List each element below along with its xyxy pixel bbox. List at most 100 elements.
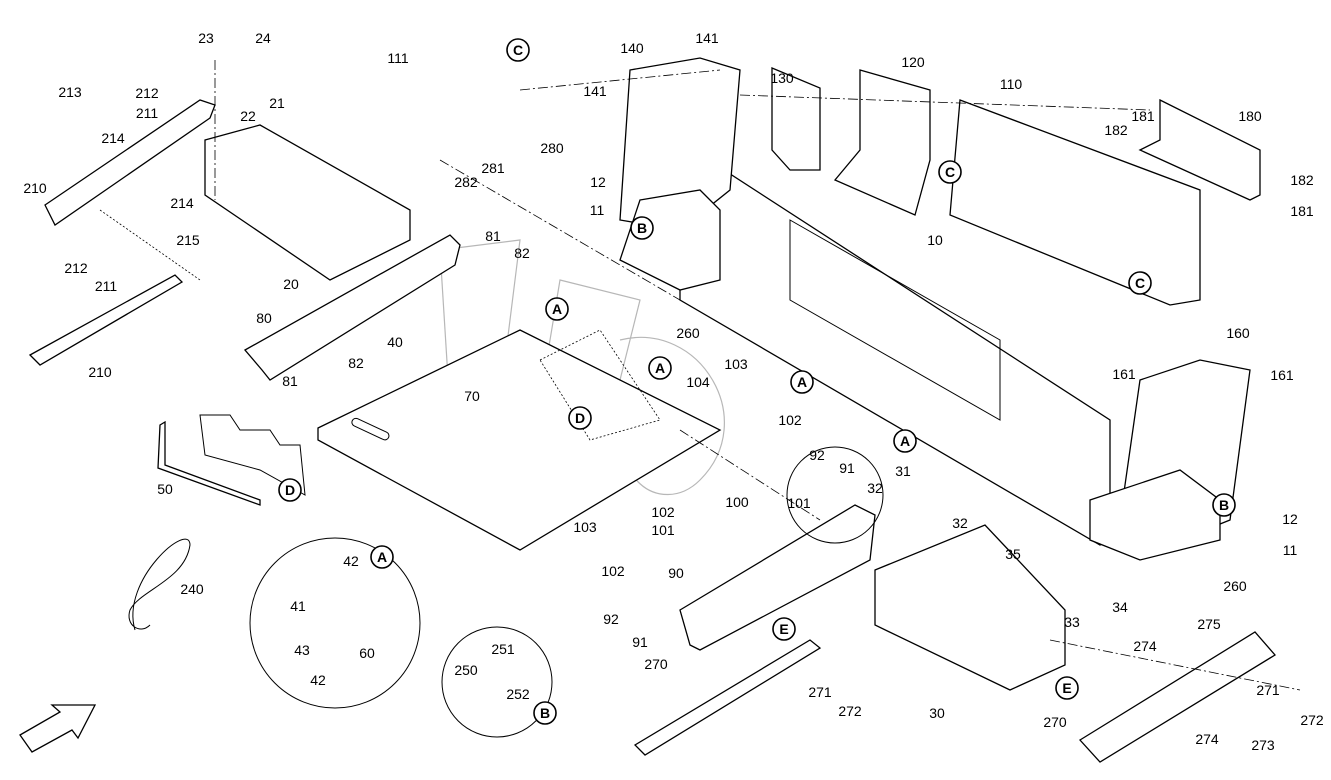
part-number-label: 251 xyxy=(491,641,515,657)
part-number-label: 32 xyxy=(867,480,883,496)
part-number-label: 81 xyxy=(282,373,298,389)
front-arrow-icon xyxy=(19,704,97,753)
part-40-base-plate xyxy=(317,329,722,551)
part-number-label: 210 xyxy=(88,364,112,380)
callout-letter: A xyxy=(377,549,387,565)
callout-letter: A xyxy=(900,433,910,449)
part-210-rail-lower xyxy=(28,274,184,366)
part-number-label: 240 xyxy=(180,581,204,597)
part-number-label: 120 xyxy=(901,54,925,70)
part-number-label: 141 xyxy=(583,83,607,99)
part-number-label: 11 xyxy=(1283,542,1298,558)
frame-inner xyxy=(789,219,1001,421)
callout-letter: E xyxy=(1062,680,1071,696)
callout-letter: A xyxy=(797,374,807,390)
part-50-bar xyxy=(157,420,261,506)
part-number-label: 102 xyxy=(601,563,625,579)
part-number-label: 60 xyxy=(359,645,375,661)
part-number-label: 282 xyxy=(454,174,478,190)
callout-marker: A xyxy=(648,356,672,380)
part-140-side-panel xyxy=(619,57,741,231)
callout-circle xyxy=(370,545,394,569)
callout-letter: A xyxy=(552,301,562,317)
part-number-label: 40 xyxy=(387,334,403,350)
part-number-label: 252 xyxy=(506,686,530,702)
part-number-label: 272 xyxy=(1300,712,1324,728)
part-number-label: 10 xyxy=(927,232,943,248)
part-number-label: 22 xyxy=(240,108,256,124)
callout-marker: A xyxy=(893,429,917,453)
part-number-label: 103 xyxy=(573,519,597,535)
callout-letter: D xyxy=(575,410,585,426)
part-number-label: 20 xyxy=(283,276,299,292)
callout-marker: C xyxy=(1128,271,1152,295)
callout-marker: E xyxy=(1055,676,1079,700)
callout-circle xyxy=(278,478,302,502)
part-number-label: 160 xyxy=(1226,325,1250,341)
part-210-rail-upper xyxy=(44,99,216,226)
part-number-label: 271 xyxy=(808,684,832,700)
part-number-label: 181 xyxy=(1131,108,1155,124)
part-90-bracket xyxy=(679,504,876,651)
callout-circle xyxy=(533,701,557,725)
part-180-bracket xyxy=(1138,98,1261,201)
part-number-label: 110 xyxy=(1000,76,1023,92)
part-number-label: 210 xyxy=(23,180,47,196)
callout-circle xyxy=(938,160,962,184)
detail-circle-91 xyxy=(786,446,884,544)
part-number-label: 161 xyxy=(1270,367,1294,383)
callout-circle xyxy=(506,38,530,62)
callout-letter: B xyxy=(637,220,647,236)
part-number-label: 100 xyxy=(725,494,749,510)
callout-letter: C xyxy=(945,164,955,180)
callout-marker: C xyxy=(938,160,962,184)
callout-marker: E xyxy=(772,617,796,641)
part-number-label: 212 xyxy=(135,85,159,101)
callout-circle xyxy=(1212,493,1236,517)
callout-circle xyxy=(1128,271,1152,295)
part-number-label: 111 xyxy=(387,50,408,66)
part-bracket-B xyxy=(619,189,721,291)
part-number-label: 104 xyxy=(686,374,710,390)
callout-circle xyxy=(1055,676,1079,700)
callout-letter: C xyxy=(513,42,523,58)
part-number-label: 140 xyxy=(620,40,644,56)
part-number-label: 130 xyxy=(770,70,794,86)
callout-marker: B xyxy=(1212,493,1236,517)
part-number-label: 214 xyxy=(170,195,194,211)
callout-letter: C xyxy=(1135,275,1145,291)
part-270-rail-left xyxy=(633,639,822,756)
callout-circle xyxy=(568,406,592,430)
part-number-label: 271 xyxy=(1256,682,1280,698)
part-number-label: 161 xyxy=(1112,366,1136,382)
part-30-box xyxy=(874,524,1066,691)
part-number-label: 30 xyxy=(929,705,945,721)
part-number-label: 81 xyxy=(485,228,501,244)
part-number-label: 182 xyxy=(1290,172,1314,188)
part-number-label: 91 xyxy=(632,634,648,650)
part-number-label: 211 xyxy=(95,278,118,294)
part-270-rail-right xyxy=(1078,631,1276,763)
part-number-label: 92 xyxy=(603,611,619,627)
part-number-label: 181 xyxy=(1290,203,1314,219)
callout-marker: B xyxy=(533,701,557,725)
slot xyxy=(351,417,390,441)
leader-line xyxy=(214,60,1301,691)
callout-marker: A xyxy=(790,370,814,394)
callout-circle xyxy=(648,356,672,380)
part-number-label: 50 xyxy=(157,481,173,497)
part-number-label: 102 xyxy=(778,412,802,428)
part-number-label: 31 xyxy=(895,463,911,479)
part-number-label: 273 xyxy=(1251,737,1275,753)
part-number-label: 214 xyxy=(101,130,125,146)
callout-letter: E xyxy=(779,621,788,637)
callout-letter: B xyxy=(1219,497,1229,513)
part-D-cover xyxy=(199,414,306,496)
callout-circle xyxy=(893,429,917,453)
part-number-label: 21 xyxy=(269,95,285,111)
part-number-label: 23 xyxy=(198,30,214,46)
part-number-label: 281 xyxy=(481,160,505,176)
callout-circle xyxy=(772,617,796,641)
